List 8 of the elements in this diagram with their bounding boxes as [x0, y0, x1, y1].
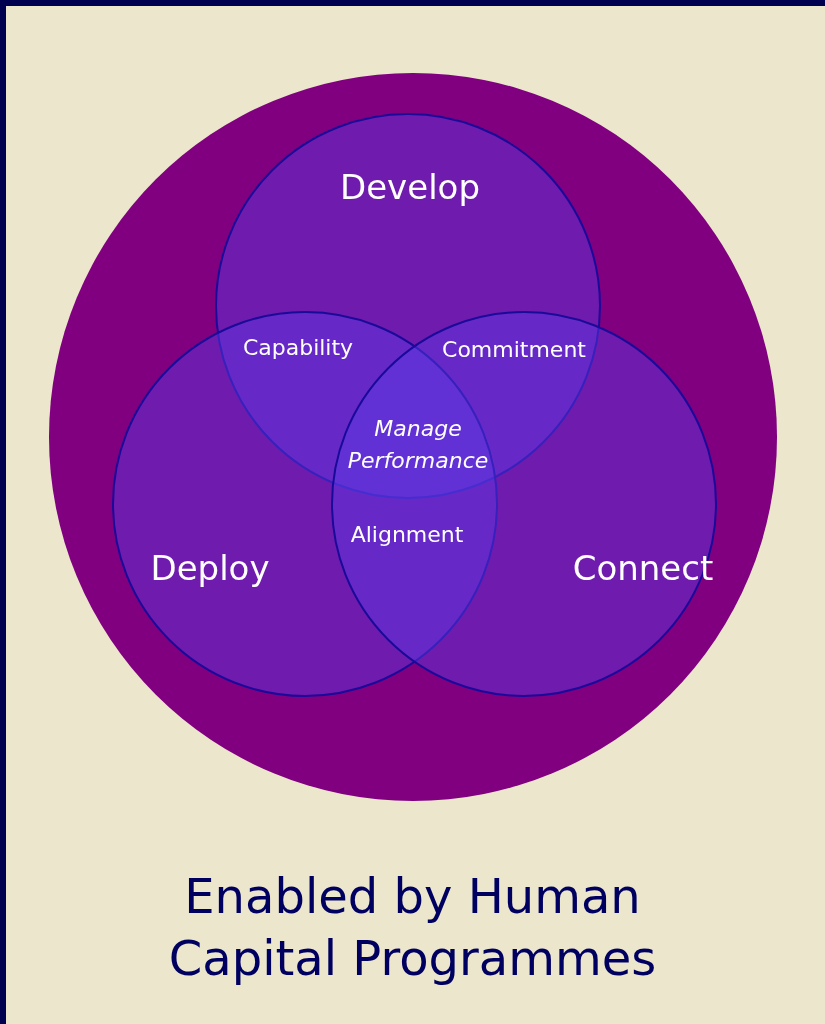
circle-label: Deploy — [150, 551, 270, 585]
overlap-label: Commitment — [441, 336, 587, 364]
circle-label: Connect — [572, 551, 714, 585]
overlap-label: Manage Performance — [346, 415, 490, 475]
overlap-label: Alignment — [349, 521, 465, 549]
overlap-label: Capability — [241, 334, 355, 362]
caption: Enabled by Human Capital Programmes — [167, 867, 658, 988]
circle-label: Develop — [340, 170, 480, 204]
